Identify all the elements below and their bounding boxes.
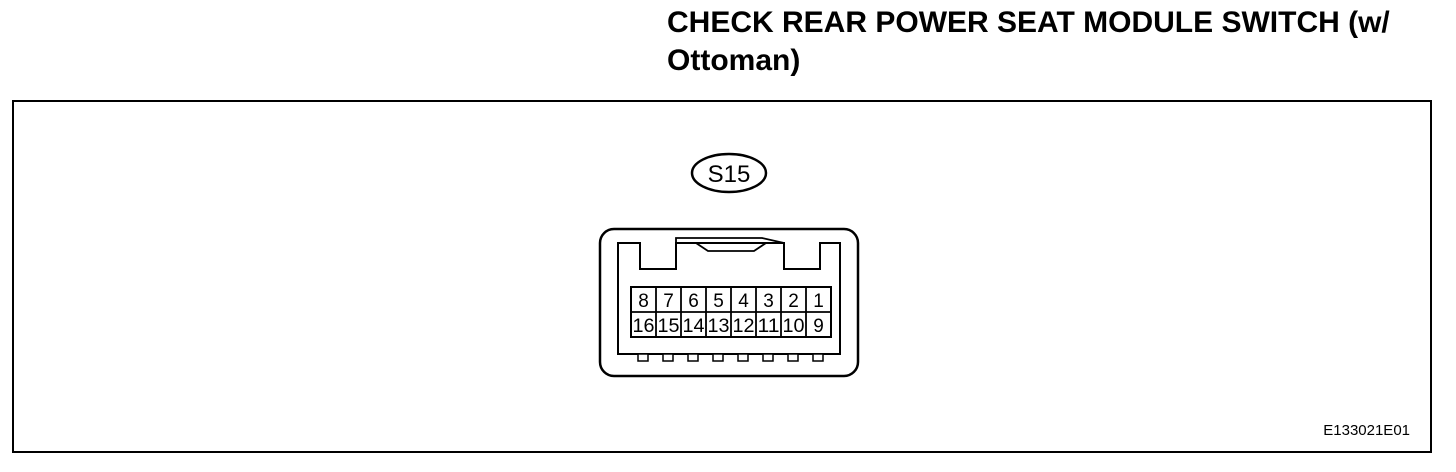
connector-inner-outline	[617, 242, 841, 355]
pin-number: 2	[788, 291, 799, 312]
pin-number: 9	[813, 316, 824, 337]
pin-number: 7	[663, 291, 674, 312]
page-title: CHECK REAR POWER SEAT MODULE SWITCH (w/ …	[667, 4, 1447, 80]
pin-number: 5	[713, 291, 724, 312]
connector-label-ellipse	[690, 152, 768, 194]
connector-housing	[598, 227, 860, 378]
terminal-marks	[637, 353, 824, 362]
pin-number: 16	[633, 316, 655, 337]
pin-number: 10	[783, 316, 805, 337]
pin-number: 13	[708, 316, 730, 337]
pin-grid-column-dividers	[655, 287, 807, 337]
pin-number: 8	[638, 291, 649, 312]
pin-number: 14	[683, 316, 705, 337]
pin-number: 6	[688, 291, 699, 312]
terminal-mark	[712, 353, 724, 362]
pin-number: 1	[813, 291, 824, 312]
pin-number: 15	[658, 316, 680, 337]
title-line-1: CHECK REAR POWER SEAT MODULE SWITCH (w/	[667, 6, 1390, 39]
connector-lock-latch	[695, 242, 767, 252]
title-line-2: Ottoman)	[667, 44, 801, 77]
terminal-mark	[687, 353, 699, 362]
terminal-mark	[737, 353, 749, 362]
terminal-mark	[762, 353, 774, 362]
terminal-mark	[812, 353, 824, 362]
connector-label: S15	[708, 161, 751, 188]
terminal-mark	[637, 353, 649, 362]
terminal-mark	[787, 353, 799, 362]
pin-number: 3	[763, 291, 774, 312]
illustration-code: E133021E01	[1323, 422, 1410, 439]
pin-number: 4	[738, 291, 749, 312]
pin-number: 11	[758, 316, 780, 337]
connector-lock-tab	[675, 237, 785, 244]
terminal-mark	[662, 353, 674, 362]
pin-number: 12	[733, 316, 755, 337]
